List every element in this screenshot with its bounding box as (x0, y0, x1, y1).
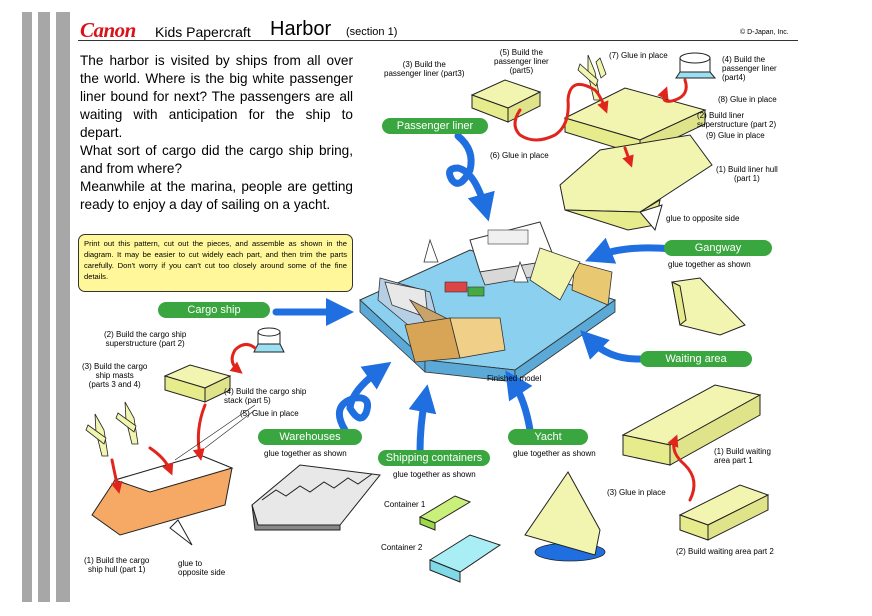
label-liner-step2: (2) Build liner superstructure (part 2) (697, 111, 777, 129)
intro-paragraph: What sort of cargo did the cargo ship br… (80, 143, 353, 176)
label-cargo-step1: (1) Build the cargo ship hull (part 1) (84, 556, 150, 574)
label-liner-glue-opposite: glue to opposite side (666, 214, 740, 223)
pill-shipping-containers: Shipping containers (378, 450, 490, 466)
pill-gangway: Gangway (664, 240, 772, 256)
intro-text: The harbor is visited by ships from all … (80, 52, 353, 214)
liner-hull-illustration (559, 134, 713, 232)
product-name: Kids Papercraft (155, 24, 251, 40)
label-container2: Container 2 (381, 543, 423, 552)
liner-part4-illustration (675, 52, 717, 79)
intro-paragraph: Meanwhile at the marina, people are gett… (80, 179, 353, 212)
pill-passenger-liner: Passenger liner (382, 118, 488, 134)
container2-illustration (428, 534, 502, 583)
copyright: © D-Japan, Inc. (740, 29, 789, 36)
label-waiting-step1: (1) Build waiting area part 1 (714, 447, 771, 465)
liner-mast-illustration (577, 54, 607, 101)
red-glue-arrows (110, 78, 696, 502)
yacht-illustration (524, 471, 606, 562)
pill-yacht: Yacht (508, 429, 588, 445)
intro-paragraph: The harbor is visited by ships from all … (80, 53, 353, 140)
label-liner-step4: (4) Build the passenger liner (part4) (722, 55, 777, 82)
label-liner-step6: (6) Glue in place (490, 151, 549, 160)
pill-warehouses: Warehouses (258, 429, 362, 445)
header-divider (78, 40, 798, 41)
gangway-illustration (671, 277, 746, 336)
waiting-area-illustration (621, 384, 770, 541)
finished-model-label: Finished model (487, 374, 542, 383)
label-yacht-glue: glue together as shown (513, 449, 596, 458)
label-gangway-glue: glue together as shown (668, 260, 751, 269)
page-title: Harbor (270, 18, 332, 40)
label-liner-step7: (7) Glue in place (609, 51, 668, 60)
label-waiting-step3: (3) Glue in place (607, 488, 666, 497)
container1-illustration (418, 495, 472, 531)
label-liner-step5: (5) Build the passenger liner (part5) (494, 48, 549, 75)
leader-lines (174, 404, 256, 461)
label-liner-step9: (9) Glue in place (706, 131, 765, 140)
blue-arrows (272, 132, 676, 456)
section-label: (section 1) (346, 26, 398, 38)
label-liner-step3: (3) Build the passenger liner (part3) (384, 60, 465, 78)
finished-model-illustration (359, 221, 617, 383)
label-cargo-step3: (3) Build the cargo ship masts (parts 3 … (82, 362, 148, 389)
cargo-superstructure-illustration (163, 364, 232, 403)
label-waiting-step2: (2) Build waiting area part 2 (676, 547, 774, 556)
pill-waiting-area: Waiting area (640, 351, 752, 367)
label-cargo-glue-opposite: glue to opposite side (178, 559, 226, 577)
label-cargo-step2: (2) Build the cargo ship superstructure … (104, 330, 187, 348)
label-liner-step1: (1) Build liner hull (part 1) (716, 165, 778, 183)
pill-cargo-ship: Cargo ship (158, 302, 270, 318)
label-warehouses-glue: glue together as shown (264, 449, 347, 458)
instruction-note: Print out this pattern, cut out the piec… (78, 234, 353, 292)
label-cargo-step5: (5) Glue in place (240, 409, 299, 418)
left-border-bars (22, 12, 70, 602)
label-container1: Container 1 (384, 500, 426, 509)
brand-logo: Canon (80, 18, 136, 42)
cargo-masts-illustration (85, 401, 139, 457)
cargo-hull-illustration (91, 454, 234, 546)
label-liner-step8: (8) Glue in place (718, 95, 777, 104)
cargo-stack-illustration (253, 327, 285, 353)
liner-part3-illustration (470, 79, 542, 123)
label-cargo-step4: (4) Build the cargo ship stack (part 5) (224, 387, 307, 405)
label-containers-glue: glue together as shown (393, 470, 476, 479)
warehouses-illustration (251, 464, 381, 531)
